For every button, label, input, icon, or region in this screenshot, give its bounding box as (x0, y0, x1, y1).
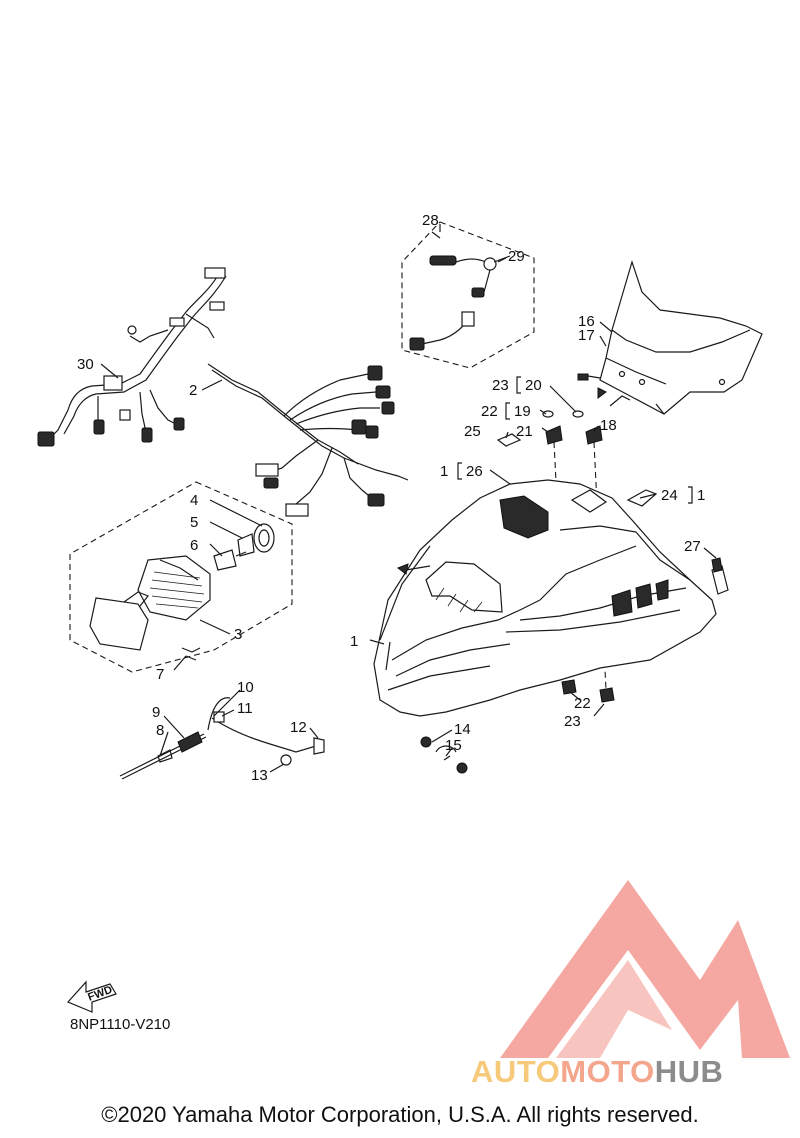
callout-numbers: 30 2 4 5 6 3 7 10 9 11 8 12 13 14 15 1 2… (77, 212, 705, 784)
callout-1-hood: 1 (350, 633, 358, 650)
callout-1-emblem: 1 (697, 487, 705, 504)
callout-26: 26 (466, 463, 483, 480)
callout-29: 29 (508, 248, 525, 265)
wire-harness-30 (37, 267, 227, 447)
callout-23-top: 23 (492, 377, 509, 394)
watermark-logo-icon (500, 880, 790, 1058)
callout-16: 16 (578, 313, 595, 330)
fwd-label: FWD (86, 984, 114, 1004)
watermark-text-moto: MOTO (560, 1054, 655, 1089)
nut-13 (280, 754, 292, 766)
hood-shroud (373, 479, 717, 717)
watermark-brand: AUTOMOTOHUB (471, 1054, 723, 1090)
callout-5: 5 (190, 514, 198, 531)
windshield (577, 259, 763, 415)
callout-7: 7 (156, 666, 164, 683)
callout-8: 8 (156, 722, 164, 739)
harness-29 (409, 255, 507, 351)
callout-9: 9 (152, 704, 160, 721)
callout-27: 27 (684, 538, 701, 555)
leader-lines (100, 255, 717, 773)
callout-1-vent: 1 (440, 463, 448, 480)
fastener-group-14-15 (420, 736, 468, 774)
callout-23-bottom: 23 (564, 713, 581, 730)
callout-22-top: 22 (481, 403, 498, 420)
callout-21: 21 (516, 423, 533, 440)
vent-26 (499, 495, 549, 539)
bolt-12 (313, 737, 325, 755)
callout-12: 12 (290, 719, 307, 736)
cable-group (119, 697, 325, 780)
callout-17: 17 (578, 327, 595, 344)
clip-11 (213, 711, 225, 723)
callout-3: 3 (234, 626, 242, 643)
copyright-notice: ©2020 Yamaha Motor Corporation, U.S.A. A… (101, 1102, 699, 1127)
callout-10: 10 (237, 679, 254, 696)
callout-20: 20 (525, 377, 542, 394)
callout-6: 6 (190, 537, 198, 554)
callout-18: 18 (600, 417, 617, 434)
callout-25: 25 (464, 423, 481, 440)
callout-11: 11 (237, 700, 253, 717)
watermark-text-auto: AUTO (471, 1054, 561, 1089)
part-27 (711, 557, 729, 595)
spring-9 (177, 731, 203, 753)
bulb-socket (237, 533, 255, 557)
diagram-code: 8NP1110-V210 (70, 1016, 171, 1033)
headlight-housing (137, 555, 211, 621)
callout-24: 24 (661, 487, 678, 504)
wire-harness-2 (207, 363, 409, 517)
watermark-text-hub: HUB (654, 1054, 724, 1089)
callout-15: 15 (445, 737, 462, 754)
callout-2: 2 (189, 382, 197, 399)
callout-4: 4 (190, 492, 198, 509)
grip-heater-group (401, 221, 535, 369)
callout-19: 19 (514, 403, 531, 420)
small-parts (496, 410, 615, 703)
callout-22-bottom: 22 (574, 695, 591, 712)
callout-13: 13 (251, 767, 268, 784)
bulb (213, 549, 237, 571)
bulb-cover (253, 523, 275, 553)
callout-14: 14 (454, 721, 471, 738)
headlight-lens (89, 597, 149, 651)
callout-30: 30 (77, 356, 94, 373)
callout-28: 28 (422, 212, 439, 229)
fwd-arrow-icon: FWD (66, 980, 117, 1013)
headlight-group (69, 481, 293, 673)
